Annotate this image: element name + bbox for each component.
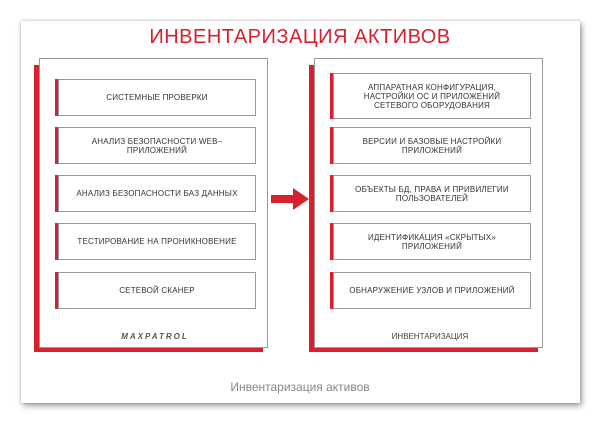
box-label: СЕТЕВОЙ СКАНЕР	[119, 286, 195, 295]
box-face: СИСТЕМНЫЕ ПРОВЕРКИ	[58, 79, 256, 116]
system-checks-box: СИСТЕМНЫЕ ПРОВЕРКИ	[55, 79, 257, 116]
box-face: ВЕРСИИ И БАЗОВЫЕ НАСТРОЙКИ ПРИЛОЖЕНИЙ	[333, 127, 531, 164]
box-label: ОБЪЕКТЫ БД, ПРАВА И ПРИВИЛЕГИИ ПОЛЬЗОВАТ…	[355, 184, 509, 203]
box-label: СИСТЕМНЫЕ ПРОВЕРКИ	[106, 93, 208, 102]
db-objects-box: ОБЪЕКТЫ БД, ПРАВА И ПРИВИЛЕГИИ ПОЛЬЗОВАТ…	[330, 175, 532, 212]
box-label: ИДЕНТИФИКАЦИЯ «СКРЫТЫХ» ПРИЛОЖЕНИЙ	[367, 232, 497, 251]
db-security-box: АНАЛИЗ БЕЗОПАСНОСТИ БАЗ ДАННЫХ	[55, 175, 257, 212]
arrow-right-icon	[271, 188, 309, 210]
box-face: АНАЛИЗ БЕЗОПАСНОСТИ БАЗ ДАННЫХ	[58, 175, 256, 212]
box-label: АНАЛИЗ БЕЗОПАСНОСТИ WEB–ПРИЛОЖЕНИЙ	[91, 136, 223, 155]
host-discovery-box: ОБНАРУЖЕНИЕ УЗЛОВ И ПРИЛОЖЕНИЙ	[330, 272, 532, 309]
figure-caption: Инвентаризация активов	[230, 380, 370, 394]
box-label: ТЕСТИРОВАНИЕ НА ПРОНИКНОВЕНИЕ	[77, 237, 237, 246]
box-face: АНАЛИЗ БЕЗОПАСНОСТИ WEB–ПРИЛОЖЕНИЙ	[58, 127, 256, 164]
box-label: ОБНАРУЖЕНИЕ УЗЛОВ И ПРИЛОЖЕНИЙ	[349, 286, 515, 295]
box-face: ОБЪЕКТЫ БД, ПРАВА И ПРИВИЛЕГИИ ПОЛЬЗОВАТ…	[333, 175, 531, 212]
app-versions-box: ВЕРСИИ И БАЗОВЫЕ НАСТРОЙКИ ПРИЛОЖЕНИЙ	[330, 127, 532, 164]
network-scanner-box: СЕТЕВОЙ СКАНЕР	[55, 272, 257, 309]
hidden-apps-box: ИДЕНТИФИКАЦИЯ «СКРЫТЫХ» ПРИЛОЖЕНИЙ	[330, 223, 532, 260]
box-face: ИДЕНТИФИКАЦИЯ «СКРЫТЫХ» ПРИЛОЖЕНИЙ	[333, 223, 531, 260]
pentest-box: ТЕСТИРОВАНИЕ НА ПРОНИКНОВЕНИЕ	[55, 223, 257, 260]
box-label: ВЕРСИИ И БАЗОВЫЕ НАСТРОЙКИ ПРИЛОЖЕНИЙ	[362, 136, 502, 155]
box-face: ОБНАРУЖЕНИЕ УЗЛОВ И ПРИЛОЖЕНИЙ	[333, 272, 531, 309]
web-security-box: АНАЛИЗ БЕЗОПАСНОСТИ WEB–ПРИЛОЖЕНИЙ	[55, 127, 257, 164]
inventory-label: ИНВЕНТАРИЗАЦИЯ	[391, 332, 469, 341]
box-label: АНАЛИЗ БЕЗОПАСНОСТИ БАЗ ДАННЫХ	[76, 189, 238, 198]
diagram-title: ИНВЕНТАРИЗАЦИЯ АКТИВОВ	[149, 26, 451, 48]
box-face: СЕТЕВОЙ СКАНЕР	[58, 272, 256, 309]
hardware-config-box: АППАРАТНАЯ КОНФИГУРАЦИЯ, НАСТРОЙКИ ОС И …	[330, 73, 532, 119]
box-label: АППАРАТНАЯ КОНФИГУРАЦИЯ, НАСТРОЙКИ ОС И …	[363, 82, 501, 110]
box-face: ТЕСТИРОВАНИЕ НА ПРОНИКНОВЕНИЕ	[58, 223, 256, 260]
box-face: АППАРАТНАЯ КОНФИГУРАЦИЯ, НАСТРОЙКИ ОС И …	[333, 73, 531, 119]
maxpatrol-logo: MAXPATROL	[121, 332, 189, 341]
